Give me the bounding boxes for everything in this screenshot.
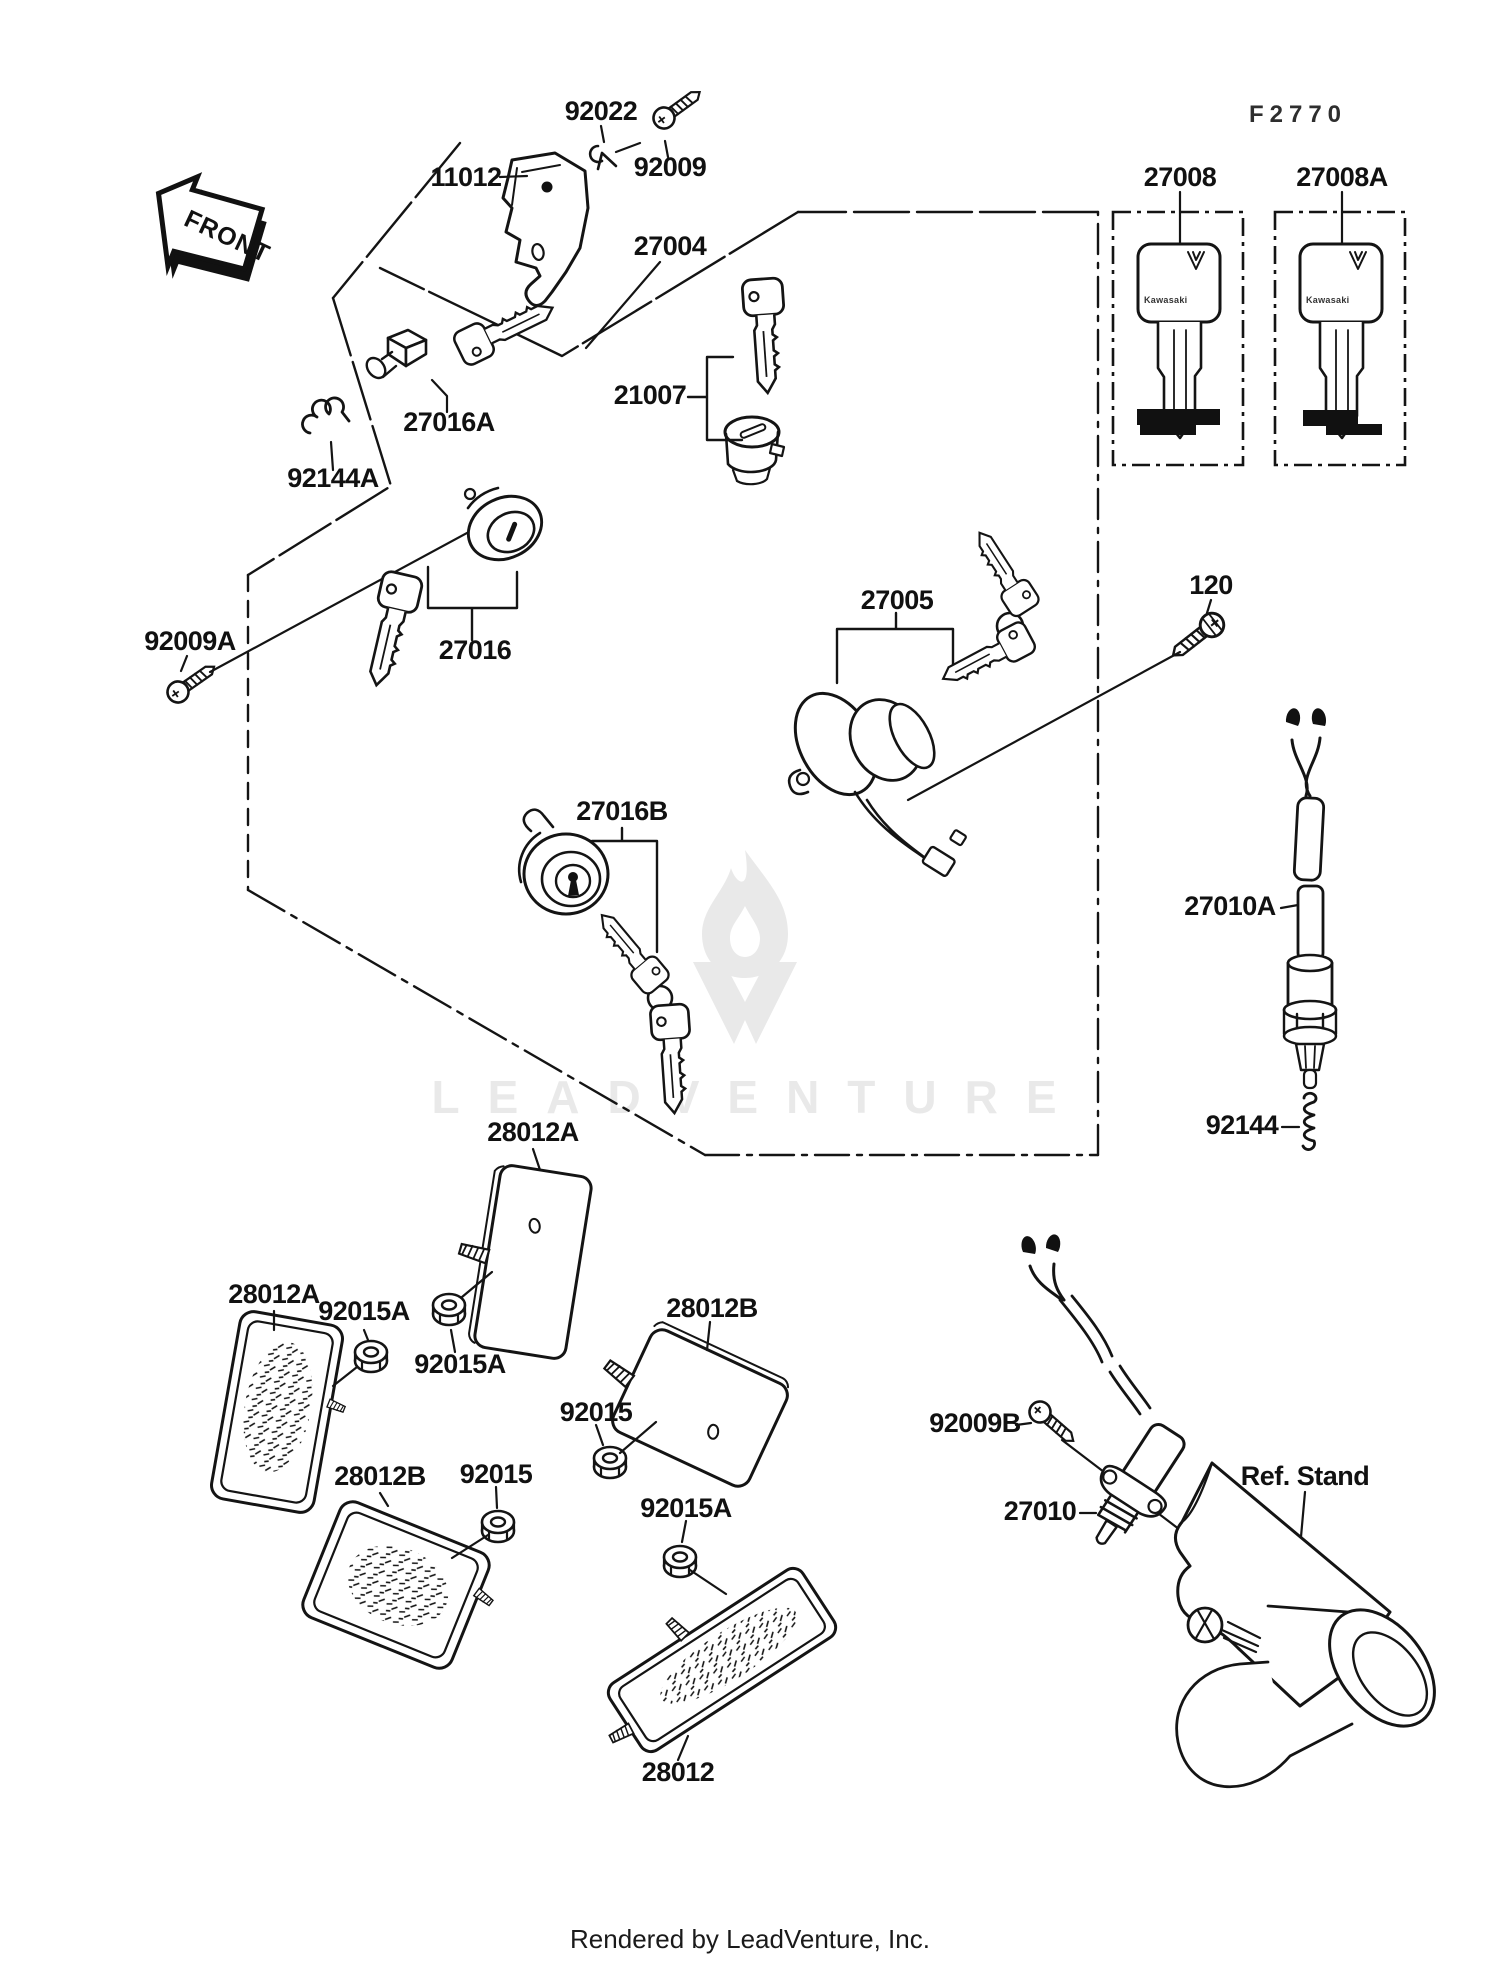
part-92015A-nut-3 — [662, 1544, 698, 1579]
leader-28012 — [676, 1734, 690, 1762]
leader-27004 — [584, 260, 662, 350]
part-label-28012A-top: 28012A — [487, 1117, 579, 1147]
part-28012-reflector — [606, 1566, 838, 1754]
part-27016B-lock — [517, 808, 659, 954]
part-21007-cylinder — [686, 355, 786, 486]
leader-92015A-1 — [331, 1328, 370, 1388]
part-27010A-assembly — [1279, 708, 1338, 1090]
part-27016B-keys — [587, 904, 697, 1116]
part-27016-key — [357, 568, 425, 692]
figure-code: F2770 — [1249, 101, 1347, 128]
part-label-92144: 92144 — [1206, 1110, 1279, 1140]
part-92009A-screw — [162, 656, 222, 708]
part-label-92009B: 92009B — [929, 1408, 1021, 1438]
part-27008A-key-box: Kawasaki — [1273, 190, 1407, 467]
part-92144A-spring — [301, 396, 351, 472]
part-label-11012: 11012 — [430, 162, 501, 192]
ref-stand-drawing — [1174, 1461, 1436, 1788]
part-92015A-nut-1 — [353, 1339, 389, 1374]
part-label-27010: 27010 — [1004, 1496, 1077, 1526]
part-label-27004: 27004 — [634, 231, 707, 261]
part-28012B-back-reflector — [602, 1321, 790, 1488]
part-label-92015-2: 92015 — [460, 1459, 533, 1489]
part-92144-spring — [1280, 1091, 1318, 1151]
leader-92015-1 — [594, 1420, 658, 1455]
front-arrow: FRONT — [155, 172, 274, 282]
part-28012A-back-reflector — [457, 1164, 593, 1360]
leader-92015A-3 — [680, 1519, 728, 1596]
part-label-27005: 27005 — [861, 585, 934, 615]
part-label-27016B: 27016B — [576, 796, 668, 826]
part-label-92015A-2: 92015A — [414, 1349, 506, 1379]
part-27016-lock — [426, 486, 544, 642]
part-27005-keys — [934, 523, 1043, 697]
part-label-92022: 92022 — [565, 96, 638, 126]
leadventure-logo-watermark — [693, 850, 797, 1044]
part-label-ref-stand: Ref. Stand — [1241, 1461, 1370, 1491]
leader-28012B-left — [378, 1491, 390, 1508]
part-92015A-nut-2 — [431, 1292, 467, 1327]
leader-92015A-2 — [449, 1270, 494, 1354]
key-brand-text: Kawasaki — [1144, 295, 1187, 305]
part-27010-switch — [1021, 1234, 1186, 1545]
part-92009-screw — [648, 82, 708, 134]
part-label-92015A-1: 92015A — [318, 1296, 410, 1326]
part-label-21007: 21007 — [614, 380, 687, 410]
part-label-92015-1: 92015 — [560, 1397, 633, 1427]
part-92009B-screw — [1023, 1395, 1082, 1451]
part-label-92015A-3: 92015A — [640, 1493, 732, 1523]
key-brand-text: Kawasaki — [1306, 295, 1349, 305]
part-label-27008: 27008 — [1144, 162, 1217, 192]
part-11012-bracket — [498, 151, 590, 307]
part-92015-nut-2 — [480, 1509, 516, 1544]
part-label-28012B-right: 28012B — [666, 1293, 758, 1323]
phantom-panel-outline — [246, 141, 1100, 1157]
part-28012A-front-reflector — [210, 1310, 347, 1514]
part-label-92009A: 92009A — [144, 626, 236, 656]
part-27008-key-box: Kawasaki — [1111, 190, 1245, 467]
part-28012B-front-reflector — [301, 1500, 495, 1670]
footer-credit: Rendered by LeadVenture, Inc. — [570, 1924, 930, 1954]
part-27005-switch — [787, 611, 967, 877]
part-label-120: 120 — [1189, 570, 1233, 600]
watermark-text: LEADVENTURE — [431, 1071, 1084, 1123]
leader-120 — [906, 598, 1213, 802]
leader-92015-2 — [450, 1485, 499, 1560]
leader-92009 — [663, 139, 670, 159]
part-label-27008A: 27008A — [1296, 162, 1388, 192]
part-label-28012: 28012 — [642, 1757, 715, 1787]
part-27004-key — [740, 276, 792, 396]
part-label-28012B-left: 28012B — [334, 1461, 426, 1491]
part-label-27010A: 27010A — [1184, 891, 1276, 921]
part-120-screw — [1164, 607, 1230, 667]
part-92022-clip — [588, 124, 642, 171]
leader-28012A-top — [531, 1147, 542, 1172]
leader-28012B-right — [705, 1320, 712, 1352]
part-label-92009: 92009 — [634, 152, 707, 182]
part-label-28012A-left: 28012A — [228, 1279, 320, 1309]
part-27016A-switch — [365, 328, 449, 414]
part-labels: 92022 92009 11012 27004 27016A 92144A 92… — [144, 96, 1388, 1787]
part-label-27016A: 27016A — [403, 407, 495, 437]
part-label-92144A: 92144A — [287, 463, 379, 493]
part-label-27016: 27016 — [439, 635, 512, 665]
